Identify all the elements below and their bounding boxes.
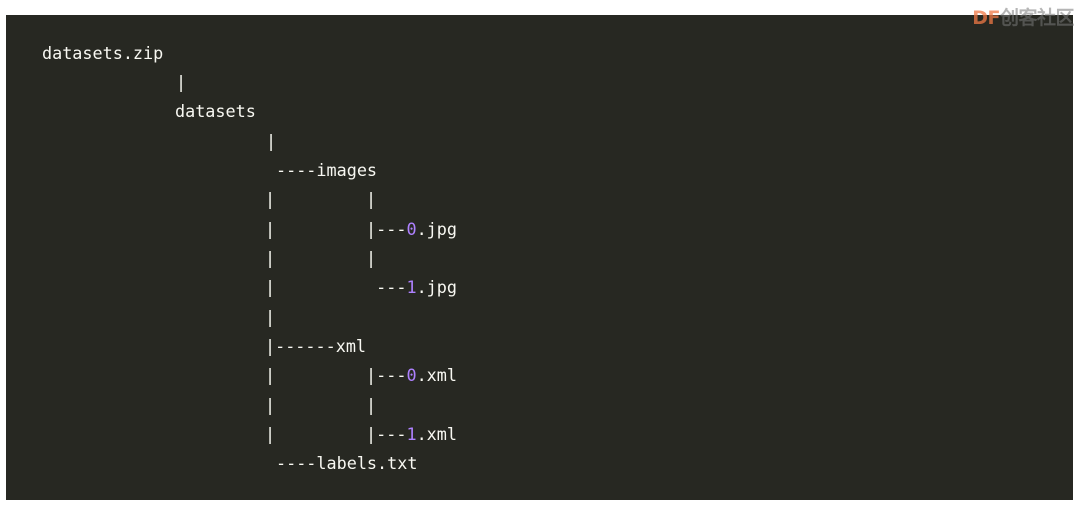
code-number-token: 1 [406,424,417,444]
code-text-token: ----labels.txt [276,453,418,473]
code-text-token: | |--- [265,424,407,444]
site-watermark-logo: DF创客社区 [972,3,1074,30]
code-line: | [266,131,276,151]
code-text-token: | |--- [265,219,407,239]
code-text-token: | | [265,189,377,209]
code-line: | | [265,395,376,415]
code-line: |------xml [265,336,366,356]
code-text-token: | [265,307,276,327]
code-line: | ---1.jpg [265,277,457,297]
code-text-token: datasets [175,101,256,121]
code-text-token: | [266,131,277,151]
code-line: | | [265,248,376,268]
code-block: datasets.zip | datasets | ----images | |… [6,15,1073,500]
code-line: datasets.zip [42,43,163,63]
code-line: | [265,307,275,327]
code-text-token: .jpg [416,277,457,297]
code-text-token: |------xml [265,336,367,356]
code-text-token: | | [265,395,377,415]
watermark-text: 创客社区 [999,7,1075,29]
code-line: datasets [175,101,256,121]
code-text-token: .jpg [416,219,457,239]
code-text-token: .xml [416,424,457,444]
code-line: | |---0.jpg [265,219,457,239]
code-text-token: | --- [265,277,407,297]
code-line: ----images [276,160,377,180]
code-line: ----labels.txt [276,453,417,473]
code-text-token: | | [265,248,377,268]
code-number-token: 1 [406,277,417,297]
code-number-token: 0 [406,365,417,385]
code-text-token: | [176,72,187,92]
code-line: | [176,72,186,92]
code-text-token: .xml [416,365,457,385]
code-text-token: ----images [276,160,378,180]
code-line: | |---1.xml [265,424,457,444]
code-text-token: datasets.zip [42,43,164,63]
watermark-brand: DF [972,7,1000,29]
code-text-token: | |--- [265,365,407,385]
code-line: | | [265,189,376,209]
code-number-token: 0 [406,219,417,239]
code-line: | |---0.xml [265,365,457,385]
